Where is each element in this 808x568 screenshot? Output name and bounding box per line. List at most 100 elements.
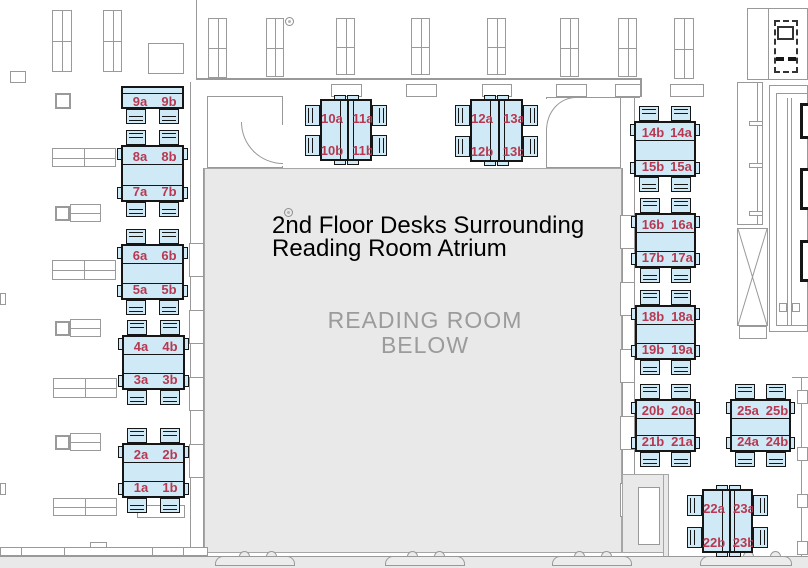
desk-divider	[636, 140, 694, 141]
page-title-line2: Reading Room Atrium	[272, 235, 507, 262]
wall-joint	[152, 548, 153, 556]
desk-panel-tab	[630, 124, 635, 136]
column-plinth	[615, 84, 641, 97]
desk-panel-tab	[117, 285, 122, 297]
desk-divider	[734, 491, 735, 551]
desk-panel-tab	[484, 161, 496, 166]
desk-label-22a: 22a	[703, 501, 725, 516]
chair	[127, 390, 147, 405]
wall-segment	[757, 82, 758, 225]
desk-panel-tab	[334, 95, 346, 100]
desk-panel-tab	[117, 187, 122, 199]
desk-divider	[123, 263, 182, 264]
chair-back	[458, 139, 463, 154]
shaft-outline	[737, 82, 763, 225]
chair	[766, 384, 786, 399]
chair	[127, 320, 147, 335]
column-symbol	[411, 18, 430, 75]
column-plinth	[670, 84, 704, 97]
desk-panel-tab	[695, 308, 700, 320]
desk-divider	[353, 101, 354, 159]
atrium-floor	[204, 168, 622, 553]
desk-panel-tab	[118, 483, 123, 495]
desk-label-20a: 20a	[671, 403, 693, 418]
chair	[455, 105, 470, 126]
chair	[160, 498, 180, 513]
stair-shaft-x-icon	[737, 228, 768, 326]
desk-label-18b: 18b	[641, 309, 665, 324]
door-opening	[544, 99, 548, 129]
wall-segment	[621, 97, 640, 98]
chair	[671, 384, 691, 399]
column-symbol	[674, 18, 694, 79]
desk-divider	[722, 491, 723, 551]
pilaster	[620, 349, 635, 383]
chair	[671, 290, 691, 305]
chair	[126, 229, 146, 244]
chair	[159, 202, 179, 217]
chair-back	[674, 293, 688, 298]
elevator-cab-symbol	[777, 26, 794, 40]
chair-back	[162, 116, 176, 121]
chair-back	[308, 108, 313, 123]
cabinet-outline	[70, 204, 101, 222]
chair-back	[129, 116, 143, 121]
desk-panel-tab	[347, 95, 359, 100]
chair	[640, 452, 660, 467]
chair-back	[530, 139, 535, 154]
desk-label-13b: 13b	[502, 144, 526, 159]
desk-label-14b: 14b	[641, 125, 665, 140]
desk-panel-tab	[631, 437, 636, 449]
desk-label-20b: 20b	[641, 403, 665, 418]
desk-divider	[124, 354, 183, 355]
desk-label-9a: 9a	[132, 94, 148, 109]
desk-panel-tab	[716, 485, 728, 490]
desk-panel-tab	[117, 148, 122, 160]
pilaster	[189, 243, 204, 277]
desk-panel-tab	[497, 161, 509, 166]
desk-label-8b: 8b	[161, 149, 177, 164]
desk-divider	[124, 373, 183, 374]
chair-back	[643, 275, 657, 280]
desk-panel-tab	[118, 338, 123, 350]
desk-panel-tab	[726, 437, 731, 449]
chair	[159, 300, 179, 315]
balustrade-segment	[385, 556, 465, 566]
atrium-label-line1: READING ROOM	[327, 307, 523, 333]
pilaster	[189, 444, 204, 478]
desk-panel-tab	[183, 285, 188, 297]
chair-back	[530, 108, 535, 123]
desk-divider	[347, 101, 349, 159]
chair	[753, 495, 768, 516]
pilaster	[189, 310, 204, 344]
desk-panel-tab	[117, 247, 122, 259]
desk-label-18a: 18a	[671, 309, 693, 324]
chair	[160, 390, 180, 405]
shelf-outline	[52, 148, 116, 167]
desk-divider	[123, 185, 182, 186]
desk-divider	[490, 101, 491, 160]
chair-back	[163, 505, 177, 510]
wall-joint	[749, 163, 763, 168]
desk-label-17b: 17b	[641, 250, 665, 265]
desk-panel-tab	[497, 95, 509, 100]
desk-divider	[637, 251, 694, 252]
chair	[126, 202, 146, 217]
desk-label-13a: 13a	[503, 111, 525, 126]
chair	[159, 229, 179, 244]
desk-panel-tab	[631, 253, 636, 265]
chair	[735, 384, 755, 399]
